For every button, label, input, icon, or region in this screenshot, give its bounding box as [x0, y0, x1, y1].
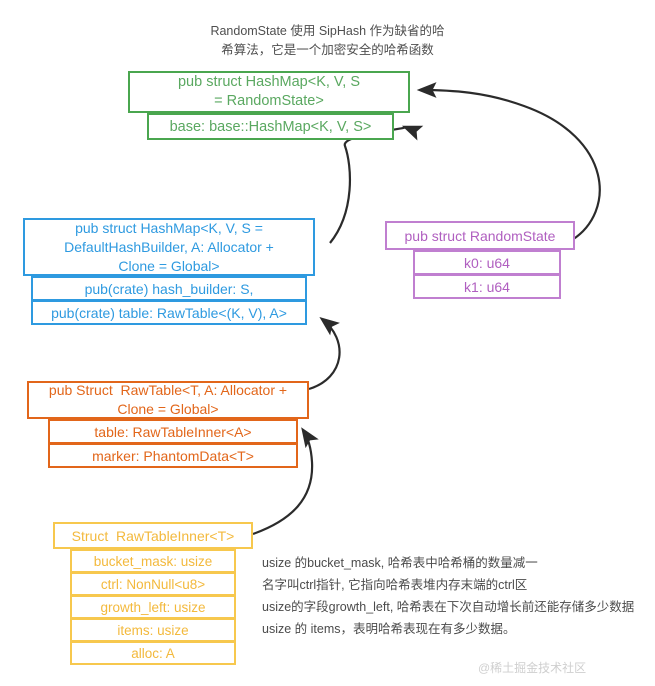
class-box-raw-table-inner-field-ctrl: ctrl: NonNull<u8> [70, 572, 236, 596]
class-box-raw-table-inner-field-bucket-mask: bucket_mask: usize [70, 549, 236, 573]
class-box-hashbrown-hashmap-header: pub struct HashMap<K, V, S = DefaultHash… [23, 218, 315, 276]
class-box-raw-table-inner-field-alloc: alloc: A [70, 641, 236, 665]
arrow-random-state-to-std-hashmap [416, 82, 601, 241]
class-box-random-state-header: pub struct RandomState [385, 221, 575, 250]
top-annotation-text: RandomState 使用 SipHash 作为缺省的哈 希算法，它是一个加密… [210, 24, 445, 57]
class-box-raw-table-inner-header: Struct RawTableInner<T> [53, 522, 253, 549]
class-box-hashbrown-hashmap-field-hash-builder: pub(crate) hash_builder: S, [31, 276, 307, 301]
class-box-random-state-field-k0: k0: u64 [413, 250, 561, 275]
class-box-hashbrown-hashmap-field-table: pub(crate) table: RawTable<(K, V), A> [31, 300, 307, 325]
class-box-random-state-field-k1: k1: u64 [413, 274, 561, 299]
watermark-label: @稀土掘金技术社区 [478, 661, 587, 675]
class-box-raw-table-inner-field-growth-left: growth_left: usize [70, 595, 236, 619]
class-box-raw-table-inner-field-items: items: usize [70, 618, 236, 642]
bottom-annotation-text: usize 的bucket_mask, 哈希表中哈希桶的数量减一 名字叫ctrl… [262, 556, 635, 636]
class-box-raw-table-field-marker: marker: PhantomData<T> [48, 443, 298, 468]
class-box-std-hashmap-header: pub struct HashMap<K, V, S = RandomState… [128, 71, 410, 113]
class-box-std-hashmap-field-base: base: base::HashMap<K, V, S> [147, 113, 394, 140]
arrow-rawtable-to-hashbrown-table [308, 316, 341, 391]
class-box-raw-table-field-table: table: RawTableInner<A> [48, 419, 298, 444]
class-box-raw-table-header: pub Struct RawTable<T, A: Allocator + Cl… [27, 381, 309, 419]
